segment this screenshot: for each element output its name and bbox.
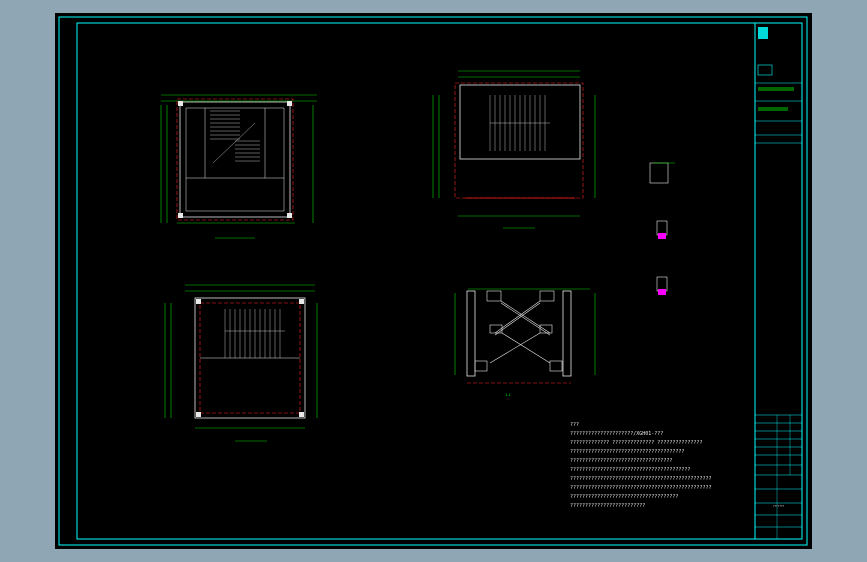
notes-line: ????????????????????????????????????????… xyxy=(570,485,711,491)
plan-view-3 xyxy=(164,284,318,442)
notes-title: ??? xyxy=(570,422,579,428)
drawing-number: ??????? xyxy=(773,504,785,508)
notes-line: ?????????????????????????????????????? xyxy=(570,449,684,455)
stair-treads-1 xyxy=(210,110,260,164)
notes-line: ?????????????????????/XGH01-??? xyxy=(570,431,663,437)
notes-line: ?????????????????????????????????? xyxy=(570,458,672,464)
detail-marks xyxy=(649,162,675,295)
notes-line: ???????????????????????????????????????? xyxy=(570,467,690,473)
stair-treads-2 xyxy=(489,95,550,151)
cad-viewport[interactable]: ??????? xyxy=(55,13,812,549)
general-notes: ??? ?????????????????????/XGH01-??? ????… xyxy=(570,422,711,509)
plan-view-1 xyxy=(160,94,317,239)
stair-treads-3 xyxy=(224,309,285,358)
outer-border xyxy=(58,16,808,546)
notes-line: ????????????????????????????????????????… xyxy=(570,476,711,482)
title-block: ??????? xyxy=(754,23,802,539)
drawing-sheet: ??????? xyxy=(58,16,808,546)
notes-line: ????????????? ?????????????? ???????????… xyxy=(570,440,702,446)
notes-line: ???????????????????????????????????? xyxy=(570,494,678,500)
section-label: 1-1 xyxy=(505,393,511,397)
notes-line: ????????????????????????? xyxy=(570,503,645,509)
inner-border xyxy=(76,22,803,540)
plan-view-2 xyxy=(432,70,596,229)
section-1-1: 1-1 xyxy=(454,288,596,397)
